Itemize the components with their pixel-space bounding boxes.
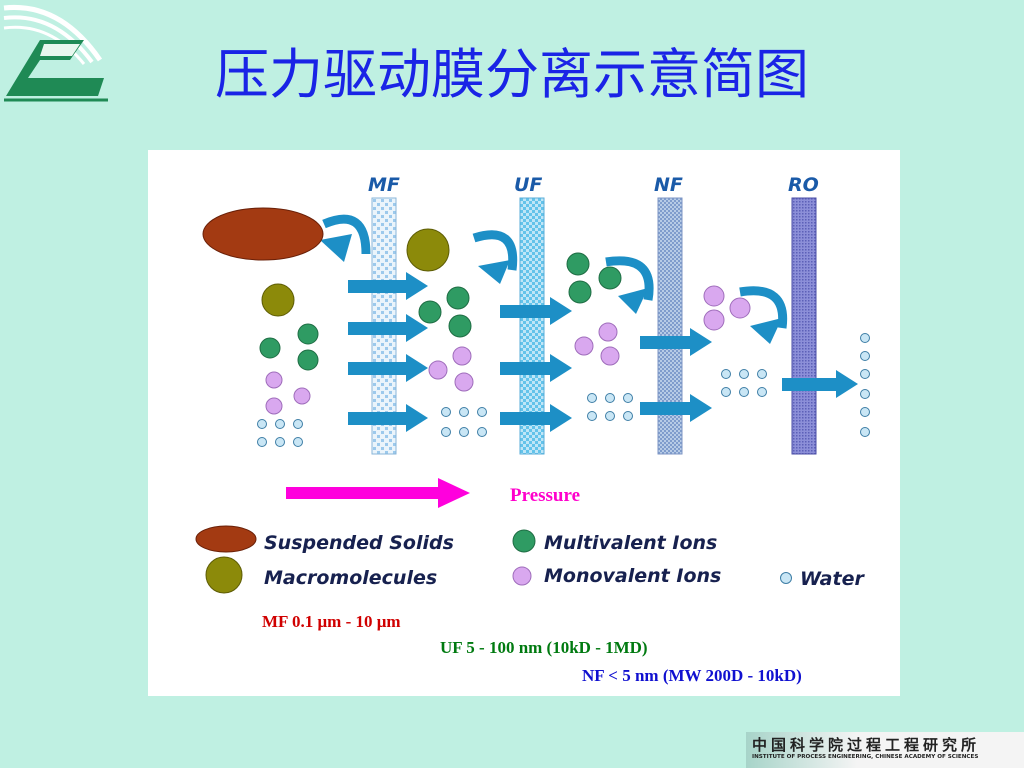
reject-arrow-head <box>478 260 510 284</box>
mf-label: MF <box>368 174 400 196</box>
uf-membrane <box>519 197 545 455</box>
uf-size-range: UF 5 - 100 nm (10kD - 1MD) <box>440 638 648 657</box>
institute-logo <box>0 0 112 104</box>
macromolecule-particle <box>406 228 450 272</box>
institute-english-name: INSTITUTE OF PROCESS ENGINEERING, CHINES… <box>752 754 979 760</box>
permeate-arrows-mf <box>348 272 428 432</box>
mf-size-range: MF 0.1 μm - 10 μm <box>262 612 401 631</box>
pressure-label: Pressure <box>510 485 580 506</box>
legend-macromolecules-swatch <box>205 556 243 594</box>
reject-arrow <box>739 286 788 329</box>
water-mf <box>441 407 487 437</box>
slide-title: 压力驱动膜分离示意简图 <box>215 43 809 106</box>
reject-arrow-head <box>320 234 352 262</box>
monovalent-ions-nf <box>703 285 751 331</box>
legend-suspended-solids: Suspended Solids <box>264 532 454 554</box>
ro-membrane <box>791 197 817 455</box>
institute-chinese-name: 中国科学院过程工程研究所 <box>752 736 981 754</box>
reject-arrow-head <box>750 318 782 344</box>
water-nf <box>721 369 767 397</box>
legend-multivalent-ions-swatch <box>512 529 536 553</box>
nf-membrane <box>657 197 683 455</box>
reject-arrow <box>605 256 654 301</box>
ro-label: RO <box>788 174 819 196</box>
water-ro <box>860 333 870 437</box>
legend-water-swatch <box>780 572 792 584</box>
multivalent-ions-mf <box>418 286 472 338</box>
legend-multivalent-ions: Multivalent Ions <box>544 532 717 554</box>
legend-water: Water <box>800 568 865 590</box>
legend-suspended-solids-swatch <box>195 525 257 553</box>
pressure-arrow-head <box>438 478 470 508</box>
membrane-diagram: MF UF NF RO <box>148 150 900 696</box>
nf-size-range: NF < 5 nm (MW 200D - 10kD) <box>582 666 802 685</box>
suspended-solid-particle <box>202 207 324 261</box>
permeate-arrows-nf <box>640 328 712 422</box>
pressure-arrow <box>286 487 446 499</box>
reject-arrow <box>322 214 371 255</box>
legend-macromolecules: Macromolecules <box>264 567 437 589</box>
macromolecule-particle <box>261 283 295 317</box>
legend-monovalent-ions: Monovalent Ions <box>544 565 721 587</box>
multivalent-ions-uf <box>566 252 622 304</box>
nf-label: NF <box>654 174 683 196</box>
multivalent-ions-feed <box>259 323 319 371</box>
monovalent-ions-feed <box>265 371 311 415</box>
water-uf <box>587 393 633 421</box>
monovalent-ions-mf <box>428 346 474 392</box>
uf-label: UF <box>514 174 542 196</box>
permeate-arrows-uf <box>500 297 572 432</box>
permeate-arrow-ro <box>782 370 858 398</box>
reject-arrow-head <box>618 288 648 314</box>
legend-monovalent-ions-swatch <box>512 566 532 586</box>
monovalent-ions-uf <box>574 322 620 366</box>
institute-banner: 中国科学院过程工程研究所 INSTITUTE OF PROCESS ENGINE… <box>746 732 1024 768</box>
water-feed <box>257 419 303 447</box>
reject-arrow <box>472 230 518 271</box>
